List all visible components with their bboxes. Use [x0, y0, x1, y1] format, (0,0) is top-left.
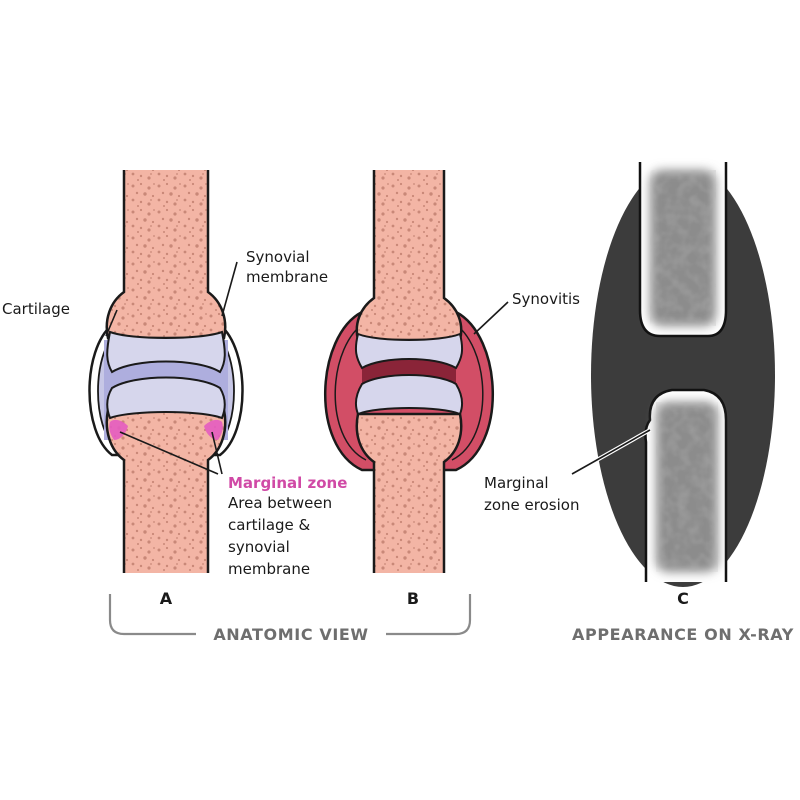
- panel-a: Cartilage Synovial membrane Marginal zon…: [2, 170, 347, 608]
- synovial-leader: [221, 261, 238, 317]
- erosion-label-line2: zone erosion: [484, 496, 579, 514]
- marginal-leader-right: [211, 431, 223, 475]
- inflamed-synovium-inner-line-right: [451, 321, 484, 461]
- anatomic-view-bracket: [108, 594, 472, 636]
- upper-bone: [355, 170, 463, 342]
- cartilage-leader: [105, 309, 118, 337]
- marginal-zone-desc-line2: cartilage &: [228, 516, 311, 534]
- marginal-zone-desc-line1: Area between: [228, 494, 332, 512]
- marginal-zone-right: [204, 419, 223, 440]
- synovial-label-line2: membrane: [246, 268, 328, 286]
- anatomic-view-label: ANATOMIC VIEW: [213, 625, 368, 644]
- synovitis-label: Synovitis: [512, 290, 580, 308]
- marginal-zone-desc-line4: membrane: [228, 560, 310, 578]
- panel-b: Synovitis B: [324, 170, 580, 608]
- lower-cartilage: [354, 374, 464, 416]
- upper-cartilage: [354, 332, 464, 370]
- xray-view-label: APPEARANCE ON X-RAY: [572, 625, 794, 644]
- inflamed-synovium-inner-line: [334, 321, 367, 461]
- cartilage-label: Cartilage: [2, 300, 70, 318]
- marginal-zone-title: Marginal zone: [228, 474, 347, 492]
- upper-cartilage: [106, 330, 226, 374]
- xray-background: [591, 163, 775, 587]
- synovitis-leader: [473, 301, 509, 335]
- lower-bone: [355, 412, 463, 573]
- panel-c-letter: C: [677, 589, 689, 608]
- panel-b-letter: B: [407, 589, 419, 608]
- xray-lower-bone-texture: [656, 402, 718, 572]
- panel-a-letter: A: [160, 589, 173, 608]
- marginal-zone-desc-line3: synovial: [228, 538, 290, 556]
- lower-cartilage: [106, 376, 226, 420]
- erosion-leader-line: [571, 429, 651, 475]
- marginal-leader-left: [119, 431, 219, 475]
- erosion-label-line1: Marginal: [484, 474, 549, 492]
- upper-bone: [105, 170, 227, 340]
- marginal-zone-left: [109, 419, 128, 440]
- xray-upper-bone-texture: [650, 170, 716, 326]
- panel-c: Marginal zone erosion C: [484, 162, 775, 608]
- synovial-label-line1: Synovial: [246, 248, 310, 266]
